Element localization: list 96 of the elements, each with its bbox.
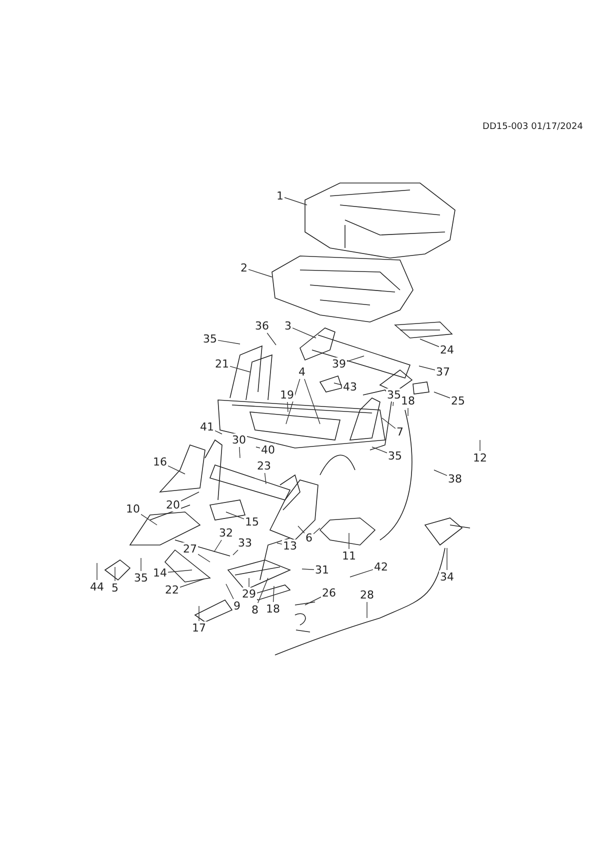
leader-line xyxy=(248,269,272,278)
leader-line xyxy=(180,492,200,502)
leader-line xyxy=(392,402,394,406)
leader-line xyxy=(302,568,314,570)
callout-number: 26 xyxy=(321,586,337,600)
leader-line xyxy=(304,596,322,606)
callout-number: 35 xyxy=(202,332,218,346)
callout-number: 44 xyxy=(89,580,105,594)
callout-number: 16 xyxy=(152,456,168,468)
leader-line xyxy=(420,338,440,348)
leader-line xyxy=(218,340,240,344)
leader-line xyxy=(180,578,204,588)
callout-number: 35 xyxy=(133,572,149,584)
callout-number: 41 xyxy=(199,420,215,434)
callout-number: 15 xyxy=(244,516,260,528)
callout-number: 17 xyxy=(191,622,207,634)
leader-line xyxy=(276,542,282,544)
callout-number: 37 xyxy=(435,366,451,378)
leader-line xyxy=(382,418,396,429)
leader-line xyxy=(434,392,450,398)
leader-line xyxy=(346,356,364,362)
callout-number: 9 xyxy=(232,600,242,612)
leader-line xyxy=(272,586,274,602)
callout-number: 11 xyxy=(341,550,357,562)
leader-line xyxy=(140,514,158,526)
callout-number: 25 xyxy=(450,394,466,408)
callout-number: 19 xyxy=(279,388,295,402)
callout-number: 13 xyxy=(282,540,298,552)
leader-line xyxy=(286,378,300,424)
leader-line xyxy=(304,378,320,424)
leader-line xyxy=(198,606,200,622)
callout-number: 5 xyxy=(110,582,120,594)
callout-number: 30 xyxy=(231,434,247,446)
leader-line xyxy=(226,512,244,520)
callout-number: 27 xyxy=(182,542,198,556)
leader-line xyxy=(96,562,98,580)
leader-line xyxy=(298,526,305,534)
callout-number: 35 xyxy=(387,450,403,462)
leader-line xyxy=(266,332,276,346)
leader-line xyxy=(287,402,288,412)
callout-number: 22 xyxy=(164,584,180,596)
leader-line xyxy=(313,528,320,534)
callout-number: 6 xyxy=(304,532,314,544)
callout-number: 18 xyxy=(265,602,281,616)
leader-line xyxy=(248,578,250,588)
callout-number: 28 xyxy=(359,588,375,602)
callout-number: 4 xyxy=(298,366,306,378)
callout-number: 7 xyxy=(396,426,404,438)
callout-number: 36 xyxy=(254,320,270,332)
leader-line xyxy=(256,446,260,448)
leader-line xyxy=(140,558,142,572)
callout-number: 18 xyxy=(400,394,416,408)
leader-line xyxy=(214,430,222,434)
callout-number: 38 xyxy=(447,472,463,486)
leader-line xyxy=(264,472,266,484)
leader-line xyxy=(214,540,222,552)
leader-line xyxy=(239,446,240,458)
leader-line xyxy=(168,570,192,573)
leader-line xyxy=(168,465,186,474)
leader-line xyxy=(226,584,234,600)
callout-number: 29 xyxy=(241,588,257,600)
callout-number: 23 xyxy=(256,460,272,472)
callout-number: 32 xyxy=(218,526,234,540)
callout-number: 39 xyxy=(331,358,347,370)
leader-line xyxy=(198,554,210,562)
callout-number: 43 xyxy=(342,380,358,394)
callout-number: 2 xyxy=(240,262,248,274)
leader-line xyxy=(366,602,368,618)
leader-line xyxy=(292,328,316,338)
leader-line xyxy=(446,548,448,570)
callout-number: 42 xyxy=(373,560,389,574)
callout-number: 12 xyxy=(472,452,488,464)
callout-number: 14 xyxy=(152,566,168,580)
leader-line xyxy=(284,197,308,206)
callout-number: 40 xyxy=(260,444,276,456)
leader-line xyxy=(434,470,448,476)
callout-number: 20 xyxy=(165,498,181,512)
leader-line xyxy=(350,569,374,578)
callout-number: 34 xyxy=(439,570,455,584)
leader-line xyxy=(258,578,268,604)
callout-number: 24 xyxy=(439,344,455,356)
callout-number: 21 xyxy=(214,358,230,370)
leader-line xyxy=(230,366,250,372)
callout-number: 10 xyxy=(125,502,141,516)
callout-number: 31 xyxy=(314,564,330,576)
callout-number: 1 xyxy=(276,190,284,202)
leader-line xyxy=(372,446,388,454)
leader-line xyxy=(114,566,116,582)
leader-line xyxy=(348,532,350,550)
callout-number: 35 xyxy=(386,388,402,402)
leader-line xyxy=(418,366,436,370)
callout-number: 33 xyxy=(237,536,253,550)
leader-line xyxy=(334,382,342,386)
callout-number: 8 xyxy=(250,604,260,616)
callout-number: 3 xyxy=(284,320,292,332)
drawing-number: DD15-003 01/17/2024 xyxy=(482,122,583,132)
